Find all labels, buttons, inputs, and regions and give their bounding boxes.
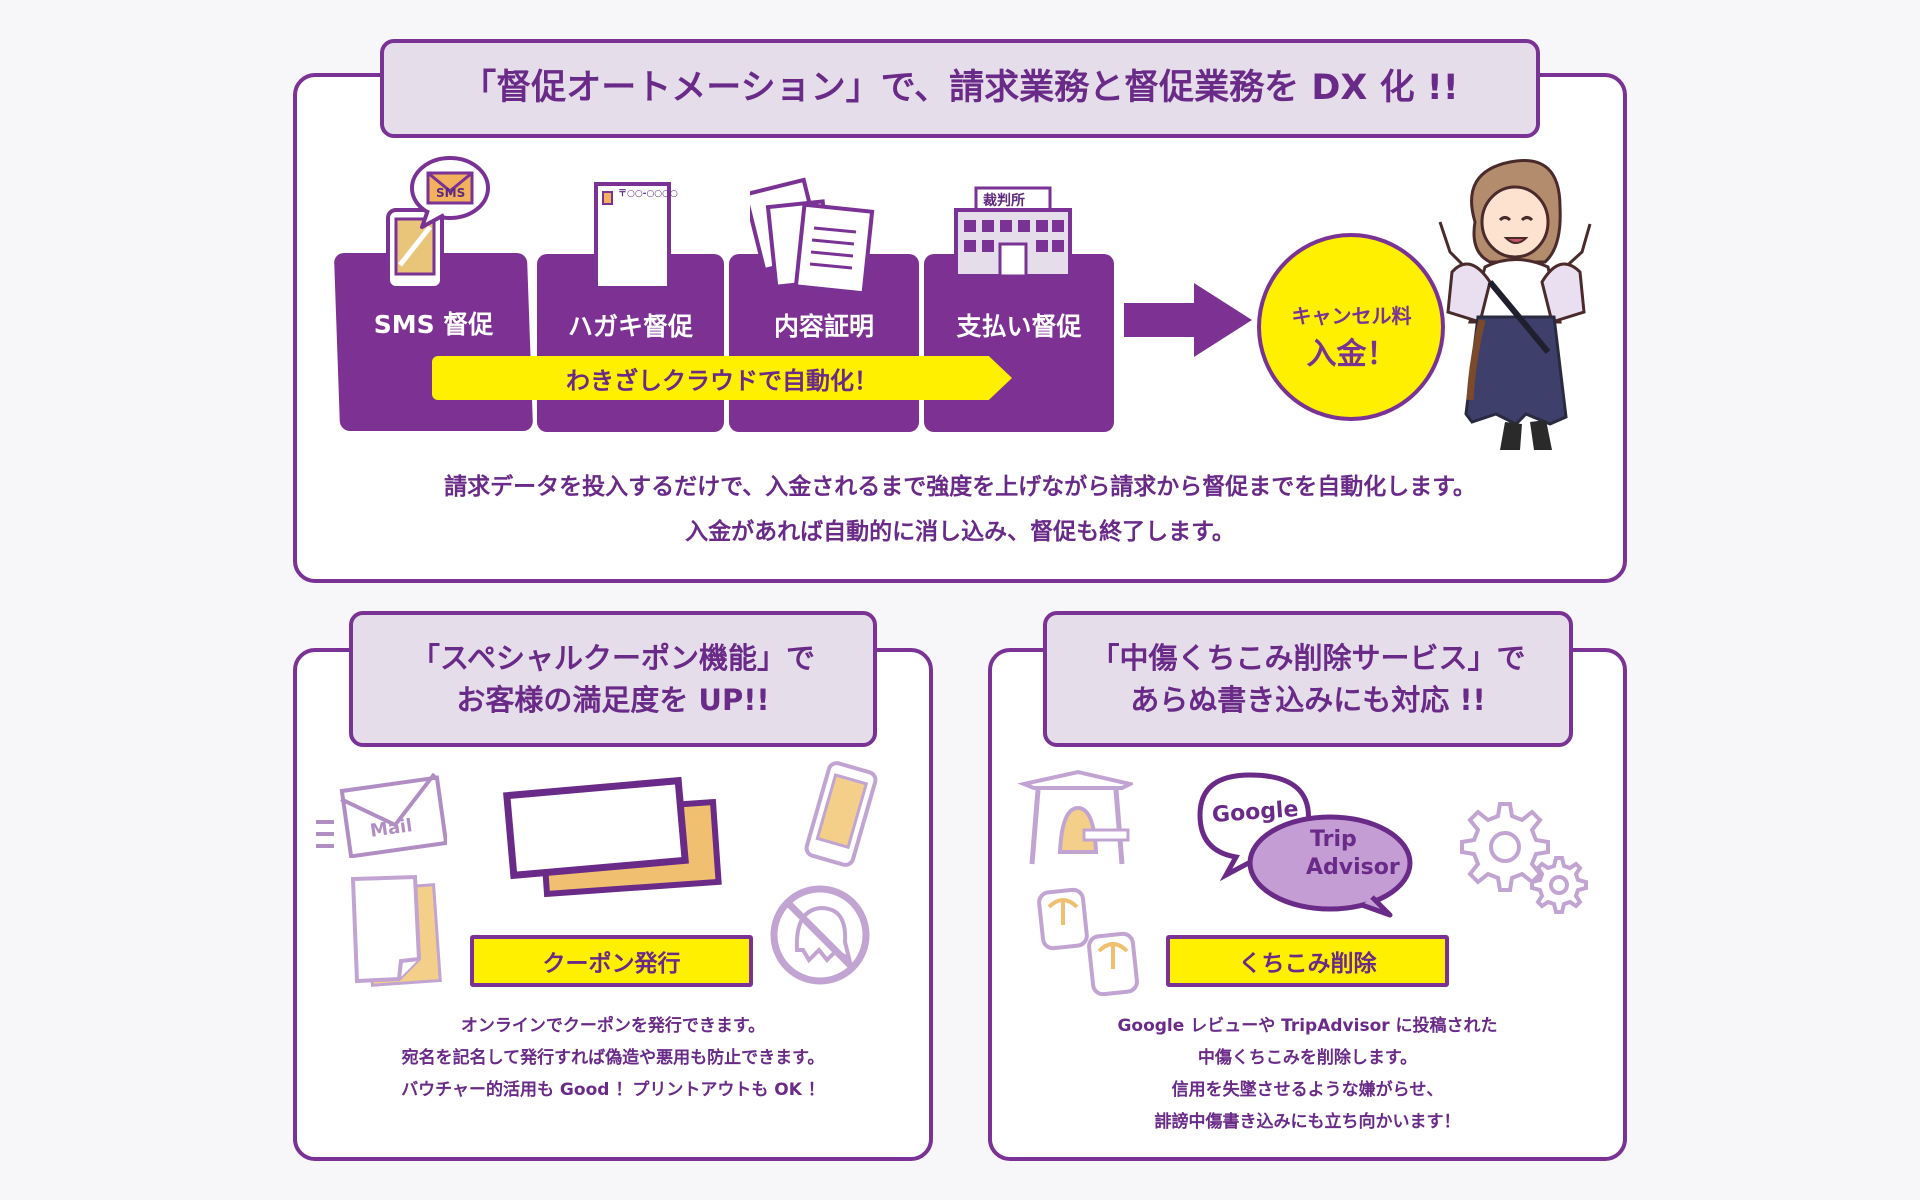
- result-line2: 入金！: [1306, 337, 1397, 372]
- google-speech-bubble-icon: [1197, 772, 1413, 918]
- sms-phone-icon: [386, 156, 490, 290]
- step-label-postcard: ハガキ督促: [567, 312, 693, 341]
- dx-title-box: 「督促オートメーション」で、請求業務と督促業務を DX 化 !!: [380, 39, 1540, 138]
- review-title-box: 「中傷くちこみ削除サービス」で あらぬ書き込みにも対応 !!: [1043, 611, 1573, 747]
- coupon-description-line1: オンラインでクーポンを発行できます。: [460, 1016, 766, 1036]
- review-title-line1: 「中傷くちこみ削除サービス」で: [1090, 640, 1526, 675]
- review-description: Google レビューや TripAdvisor に投稿された 中傷くちこみを削…: [988, 1010, 1627, 1138]
- paper-stack-icon: [350, 874, 442, 987]
- review-description-line2: 中傷くちこみを削除します。: [1197, 1048, 1418, 1068]
- coupon-issue-button-label: クーポン発行: [542, 951, 681, 977]
- review-description-line1: Google レビューや TripAdvisor に投稿された: [1117, 1016, 1498, 1036]
- step-label-sms: SMS 督促: [373, 310, 494, 339]
- coupon-description: オンラインでクーポンを発行できます。 宛名を記名して発行すれば偽造や悪用も防止で…: [293, 1010, 933, 1106]
- coupon-description-line2: 宛名を記名して発行すれば偽造や悪用も防止できます。: [401, 1048, 825, 1068]
- sandals-icon: [1037, 887, 1139, 997]
- sms-badge: SMS: [436, 186, 466, 200]
- step-label-documents: 内容証明: [773, 312, 874, 341]
- mail-icon: [316, 772, 447, 858]
- court-sign: 裁判所: [983, 193, 1025, 209]
- review-title-line2: あらぬ書き込みにも対応 !!: [1130, 683, 1486, 717]
- arrow-right-icon: [1124, 283, 1252, 357]
- courthouse-icon: [954, 186, 1072, 278]
- result-circle: [1257, 233, 1445, 421]
- documents-icon: [750, 177, 875, 293]
- tripadvisor-label-line2: Advisor: [1306, 855, 1400, 880]
- coupon-description-line3: バウチャー的活用も Good ！プリントアウトも OK ！: [401, 1080, 825, 1100]
- postcard-icon: [594, 182, 671, 290]
- postcard-code: 〒○○-○○○○: [618, 189, 678, 199]
- review-description-line3: 信用を失墜させるような嫌がらせ、: [1171, 1080, 1444, 1100]
- dx-description-line2: 入金があれば自動的に消し込み、督促も終了します。: [685, 519, 1235, 545]
- gears-icon: [1460, 802, 1588, 914]
- step-label-court: 支払い督促: [956, 312, 1082, 341]
- phone-icon: [804, 761, 878, 867]
- dx-description: 請求データを投入するだけで、入金されるまで強度を上げながら請求から督促までを自動…: [293, 465, 1627, 555]
- result-line1: キャンセル料: [1291, 304, 1412, 328]
- automation-banner-text: わきざしクラウドで自動化！: [566, 366, 878, 395]
- coupon-tickets-icon: [503, 776, 722, 898]
- character-illustration: [1438, 159, 1592, 450]
- coupon-title-line2: お客様の満足度を UP!!: [456, 683, 770, 717]
- tripadvisor-label-line1: Trip: [1310, 827, 1357, 852]
- review-description-line4: 誹謗中傷書き込みにも立ち向かいます！: [1154, 1112, 1461, 1132]
- dx-title: 「督促オートメーション」で、請求業務と督促業務を DX 化 !!: [461, 68, 1459, 109]
- bell-icon: [1018, 769, 1133, 865]
- automation-banner: わきざしクラウドで自動化！: [432, 356, 1012, 400]
- review-delete-button-label: くちこみ削除: [1238, 951, 1377, 977]
- review-delete-button[interactable]: くちこみ削除: [1166, 935, 1449, 987]
- no-ghost-icon: [770, 885, 870, 985]
- coupon-title-line1: 「スペシャルクーポン機能」で: [411, 640, 815, 675]
- step-card-court: [924, 254, 1114, 432]
- coupon-issue-button[interactable]: クーポン発行: [470, 935, 753, 987]
- dx-description-line1: 請求データを投入するだけで、入金されるまで強度を上げながら請求から督促までを自動…: [444, 474, 1476, 500]
- coupon-title-box: 「スペシャルクーポン機能」で お客様の満足度を UP!!: [349, 611, 877, 747]
